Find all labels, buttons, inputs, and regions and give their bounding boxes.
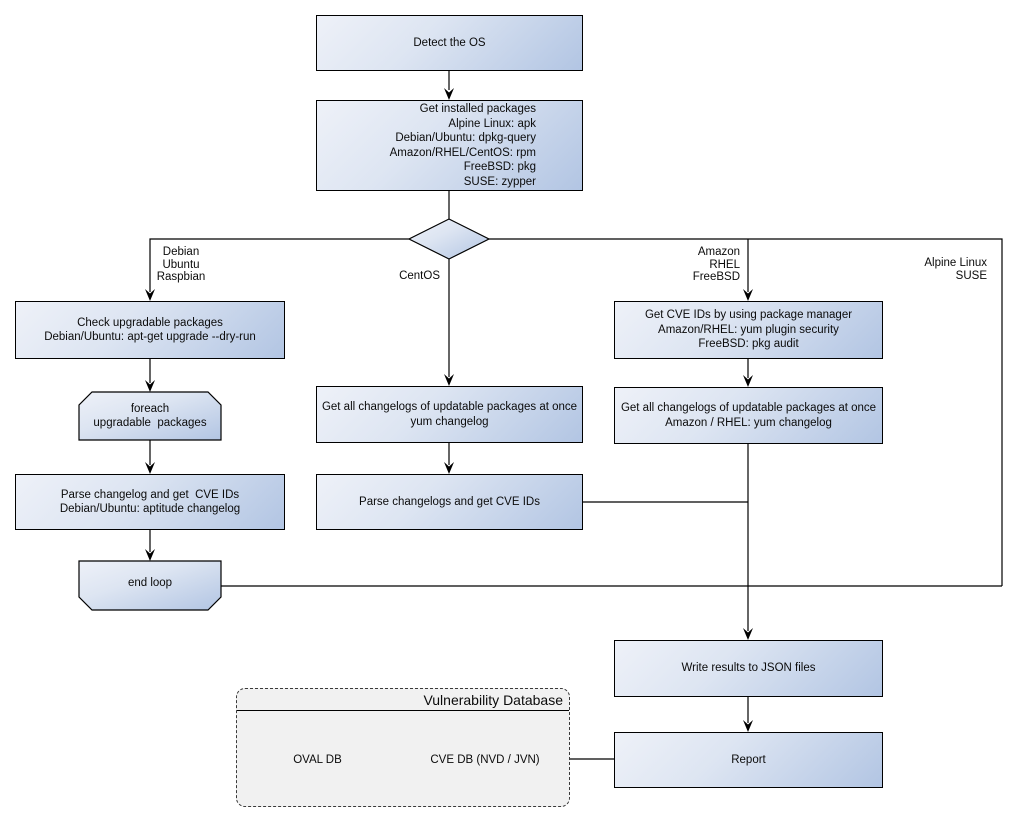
node-yum-changelog: Get all changelogs of updatable packages… bbox=[316, 386, 583, 443]
node-get-installed-packages: Get installed packages Alpine Linux: apk… bbox=[316, 100, 583, 191]
node-write-json: Write results to JSON files bbox=[614, 640, 883, 697]
vulnerability-database-title: Vulnerability Database bbox=[423, 692, 563, 708]
os-decision-diamond bbox=[407, 218, 491, 260]
branch-label-centos: CentOS bbox=[399, 270, 440, 282]
node-get-cve-pkg-manager: Get CVE IDs by using package manager Ama… bbox=[614, 301, 883, 359]
node-report: Report bbox=[614, 732, 883, 788]
node-parse-changelogs-mid-label: Parse changelogs and get CVE IDs bbox=[359, 495, 540, 508]
connector-lines bbox=[149, 71, 1003, 760]
node-get-installed-packages-label: Get installed packages Alpine Linux: apk… bbox=[389, 103, 536, 188]
node-report-label: Report bbox=[731, 753, 766, 766]
node-detect-os-label: Detect the OS bbox=[413, 36, 486, 49]
node-write-json-label: Write results to JSON files bbox=[681, 662, 816, 675]
end-loop-label: end loop bbox=[127, 577, 173, 589]
oval-db-label: OVAL DB bbox=[293, 754, 342, 766]
node-parse-changelog-left: Parse changelog and get CVE IDs Debian/U… bbox=[15, 474, 285, 530]
end-loop-shape bbox=[78, 560, 222, 611]
foreach-loop-shape bbox=[78, 391, 222, 441]
branch-label-debian-group: Debian Ubuntu Raspbian bbox=[156, 246, 206, 283]
node-parse-changelog-left-label: Parse changelog and get CVE IDs Debian/U… bbox=[59, 488, 241, 516]
node-parse-changelogs-mid: Parse changelogs and get CVE IDs bbox=[316, 474, 583, 530]
frame-title-separator bbox=[237, 710, 569, 711]
branch-label-amazon-group: Amazon RHEL FreeBSD bbox=[692, 246, 740, 283]
foreach-loop-label: foreach upgradable packages bbox=[93, 403, 207, 429]
vulnerability-database-frame: Vulnerability Database bbox=[236, 688, 570, 807]
node-amazon-rhel-changelog: Get all changelogs of updatable packages… bbox=[614, 387, 883, 444]
node-get-cve-pkg-manager-label: Get CVE IDs by using package manager Ama… bbox=[644, 309, 853, 351]
branch-label-alpine-group: Alpine Linux SUSE bbox=[924, 257, 987, 282]
node-yum-changelog-label: Get all changelogs of updatable packages… bbox=[321, 401, 578, 428]
node-amazon-rhel-changelog-label: Get all changelogs of updatable packages… bbox=[620, 402, 877, 429]
node-detect-os: Detect the OS bbox=[316, 15, 583, 71]
cve-db-label: CVE DB (NVD / JVN) bbox=[430, 754, 540, 766]
node-check-upgradable-label: Check upgradable packages Debian/Ubuntu:… bbox=[44, 316, 256, 344]
node-check-upgradable: Check upgradable packages Debian/Ubuntu:… bbox=[15, 301, 285, 359]
